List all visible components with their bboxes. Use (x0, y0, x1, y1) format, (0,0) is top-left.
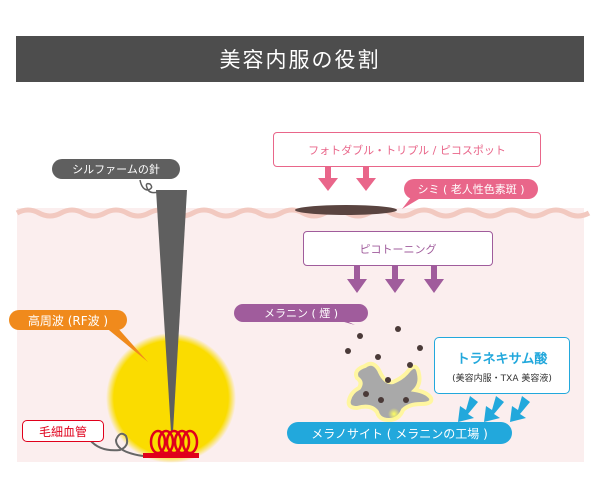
pico-toning-box: ピコトーニング (303, 231, 493, 266)
spot-label: シミ ( 老人性色素斑 ) (404, 179, 538, 199)
melanocyte-cell (346, 361, 434, 423)
rf-label: 高周波 (RF波 ) (9, 310, 127, 330)
laser-treatment-box: フォトダブル・トリプル / ピコスポット (273, 132, 541, 167)
tranexamic-title: トラネキサム酸 (456, 351, 548, 367)
melanin-particles (345, 326, 423, 403)
needle-label: シルファームの針 (52, 159, 180, 179)
needle-icon (156, 190, 187, 432)
rf-label-tail (104, 326, 148, 362)
skin-surface-wave (15, 207, 591, 219)
tranexamic-acid-box: トラネキサム酸 (美容内服・TXA 美容液) (434, 337, 570, 394)
laser-arrows (318, 167, 376, 191)
page-title: 美容内服の役割 (16, 36, 584, 82)
capillary-wire (89, 432, 144, 457)
tranexamic-arrows (458, 396, 530, 422)
age-spot (295, 205, 397, 215)
capillary-base (143, 453, 199, 458)
melanocyte-label: メラノサイト ( メラニンの工場 ) (287, 422, 512, 444)
tranexamic-subtitle: (美容内服・TXA 美容液) (452, 373, 552, 384)
capillary-label: 毛細血管 (22, 420, 104, 442)
melanin-label: メラニン ( 煙 ) (234, 304, 368, 322)
pico-arrows (347, 266, 444, 293)
spot-label-tail (402, 196, 424, 209)
